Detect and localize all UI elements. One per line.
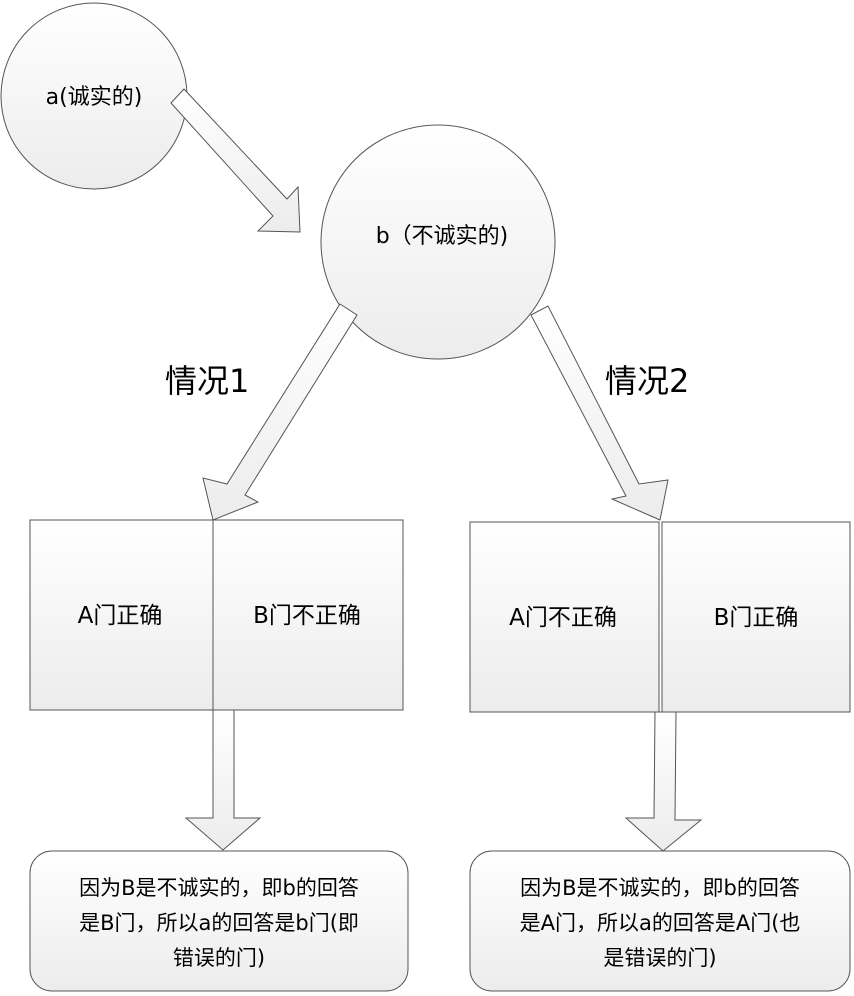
case1-door-b bbox=[212, 519, 404, 711]
arrow-a-to-b bbox=[170, 88, 301, 233]
node-b bbox=[320, 124, 556, 360]
case1-door-a bbox=[29, 519, 214, 711]
arrow-case2-down bbox=[624, 711, 703, 852]
case2-door-a bbox=[469, 521, 660, 713]
case2-door-b-label: B门正确 bbox=[714, 605, 799, 631]
case1-door-b-label: B门不正确 bbox=[253, 603, 361, 629]
case1-conclusion-line3: 错误的门) bbox=[173, 946, 265, 970]
node-b-label: b（不诚实的) bbox=[376, 224, 509, 249]
arrow-b-to-case1 bbox=[202, 303, 358, 521]
case1-conclusion-box bbox=[29, 850, 409, 992]
arrow-case1-down bbox=[184, 709, 262, 851]
case2-door-a-label: A门不正确 bbox=[509, 605, 617, 631]
case2-conclusion-box bbox=[469, 850, 851, 992]
case1-conclusion-line1: 因为B是不诚实的，即b的回答 bbox=[79, 876, 359, 900]
case1-label: 情况1 bbox=[165, 362, 249, 400]
case2-conclusion-line2: 是A门，所以a的回答是A门(也 bbox=[520, 911, 801, 935]
case2-conclusion-line3: 是错误的门) bbox=[603, 946, 716, 970]
case1-door-a-label: A门正确 bbox=[78, 603, 163, 629]
node-a-label: a(诚实的) bbox=[46, 85, 143, 110]
arrow-b-to-case2 bbox=[530, 305, 669, 521]
case2-door-b bbox=[661, 521, 851, 713]
case1-conclusion-line2: 是B门，所以a的回答是b门(即 bbox=[79, 911, 359, 935]
case2-conclusion-line1: 因为B是不诚实的，即b的回答 bbox=[520, 876, 800, 900]
case2-label: 情况2 bbox=[605, 362, 689, 400]
